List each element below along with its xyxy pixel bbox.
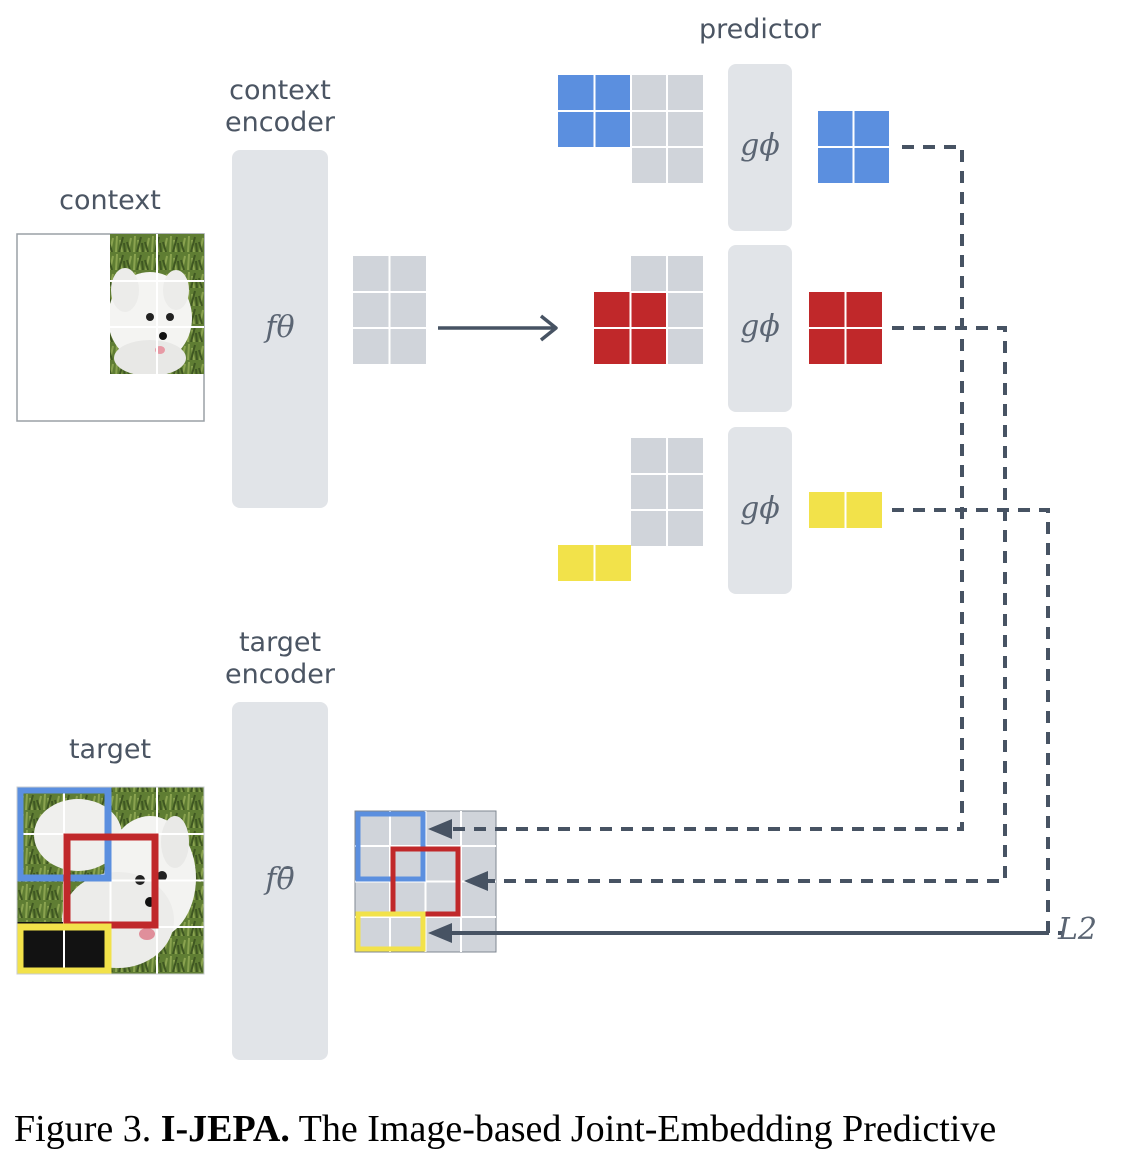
predictor-input-yellow [558,438,703,581]
caption-bold: I-JEPA. [160,1108,290,1150]
target-encoder-label: target encoder [225,627,335,690]
context-image [16,233,205,422]
yellow-connector [450,508,1062,935]
connector-arrowheads [428,819,488,943]
predicted-block-red [809,292,882,364]
arrow-to-predictor [438,314,558,342]
predictor-symbol-1: gϕ [740,128,780,163]
context-embedding [353,256,426,364]
context-encoder-block [232,150,328,508]
predicted-block-yellow [809,492,882,528]
figure-caption: Figure 3. I-JEPA. The Image-based Joint-… [14,1107,1124,1151]
red-connector [484,326,1007,883]
predicted-block-blue [818,111,889,183]
target-label: target [68,734,152,765]
caption-text: The Image-based Joint-Embedding Predicti… [298,1108,997,1150]
loss-connectors [450,145,1062,935]
predictor-input-blue [558,75,703,183]
predictor-block-2 [728,245,792,412]
blue-connector [450,145,964,831]
caption-prefix: Figure 3. [14,1108,152,1150]
target-encoder-symbol: fθ̄ [265,862,295,897]
target-encoder-block [232,702,328,1060]
context-label: context [59,185,161,216]
predictor-input-red [594,256,703,364]
target-image [16,786,205,975]
predictor-label: predictor [699,14,821,45]
loss-symbol: L2 [1058,912,1098,947]
context-encoder-label: context encoder [225,75,335,138]
predictor-symbol-2: gϕ [740,309,780,344]
predictor-block-3 [728,427,792,594]
predictor-block-1 [728,64,792,231]
context-encoder-symbol: fθ [265,310,295,345]
predictor-symbol-3: gϕ [740,491,780,526]
